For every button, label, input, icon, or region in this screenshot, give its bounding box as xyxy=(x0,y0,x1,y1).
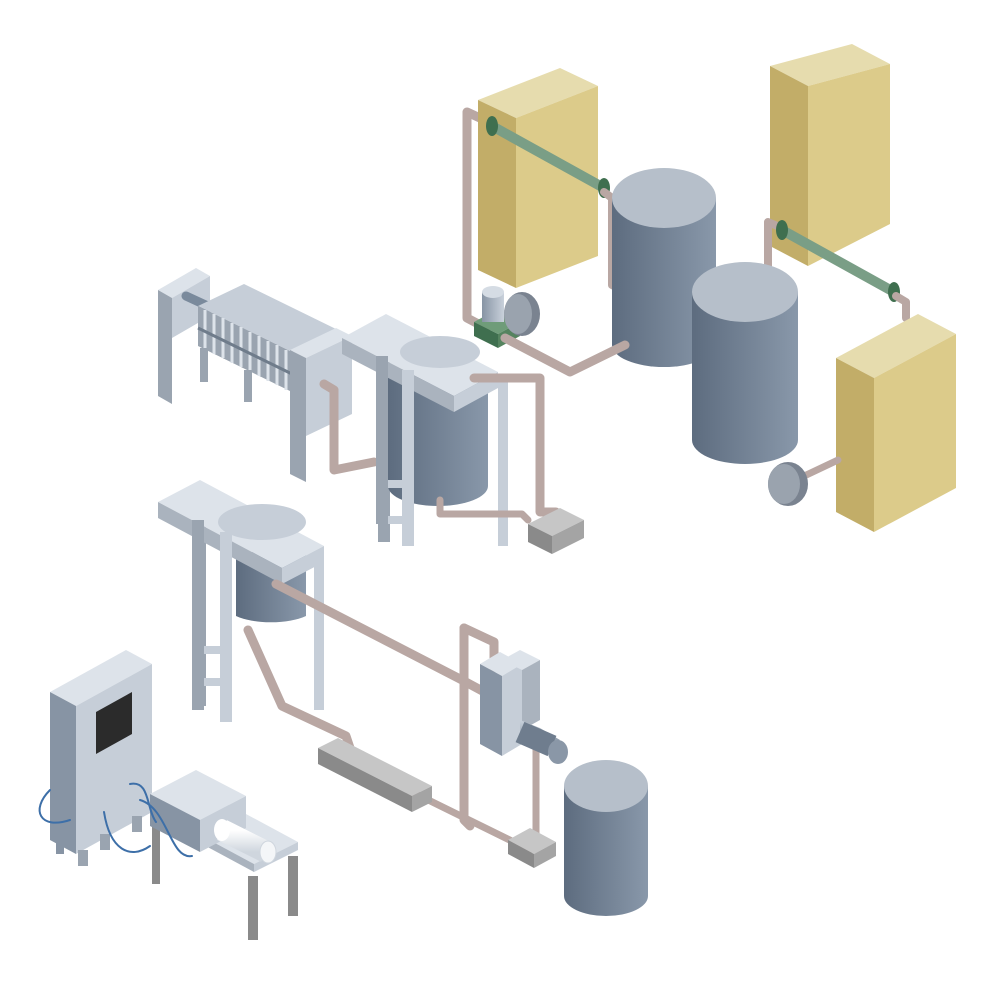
filter-press xyxy=(158,268,352,482)
pump-block-lower xyxy=(508,828,556,868)
control-screen xyxy=(96,692,132,754)
table-unit xyxy=(150,770,298,940)
pipe-pump1-tank1 xyxy=(500,333,630,377)
pump-1 xyxy=(474,286,540,348)
storage-tank-2 xyxy=(692,262,798,464)
storage-tank-3 xyxy=(564,760,648,916)
storage-cabinet-3 xyxy=(836,314,956,532)
storage-cabinet-1 xyxy=(478,68,598,288)
pipe-mixer1-drain xyxy=(436,496,532,524)
storage-cabinet-2 xyxy=(770,44,890,266)
pipe-green2-down xyxy=(892,292,910,322)
motor-wheel xyxy=(768,456,842,506)
storage-tank-1 xyxy=(612,168,716,367)
mixing-tank-2 xyxy=(158,480,324,722)
pipe-filter-mixer1 xyxy=(319,379,379,475)
control-cabinet xyxy=(50,650,152,866)
channel-trough xyxy=(318,738,432,812)
blue-cables xyxy=(38,782,193,858)
mixing-tank-1 xyxy=(342,314,508,546)
heat-exchanger xyxy=(480,650,568,764)
pump-2 xyxy=(528,508,584,554)
